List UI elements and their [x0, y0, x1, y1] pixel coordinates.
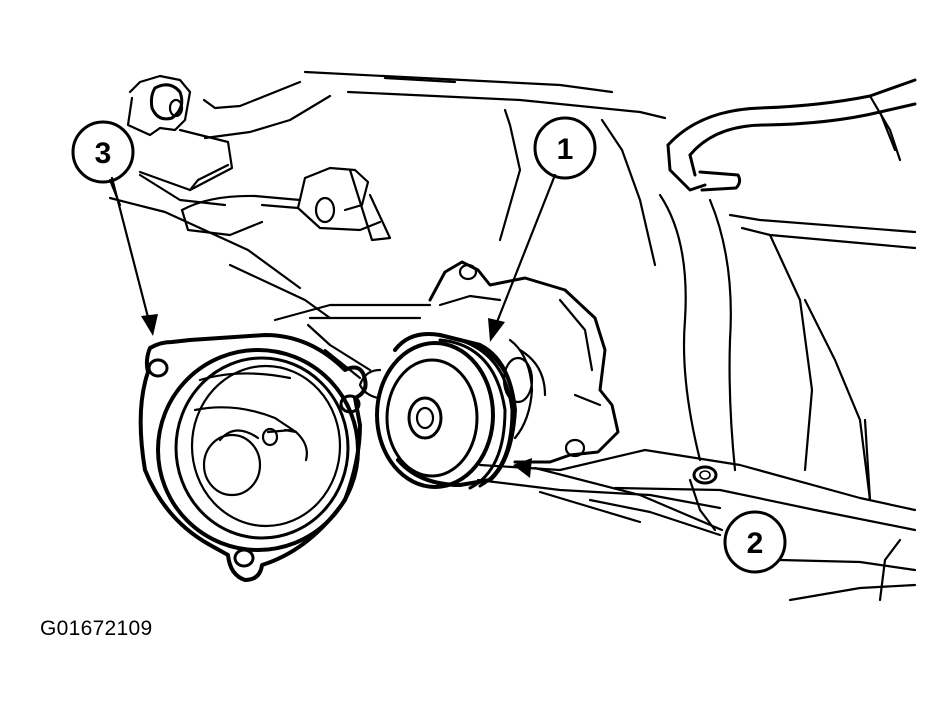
coolant-hose [666, 78, 917, 192]
callout-leaders [110, 173, 724, 532]
engine-block-outline [108, 70, 917, 602]
callout-2: 2 [723, 510, 787, 574]
callout-1: 1 [533, 116, 597, 180]
callout-3-number: 3 [95, 137, 112, 170]
water-pump-housing [428, 260, 620, 464]
callout-3: 3 [71, 120, 135, 184]
water-pump-pulley [358, 332, 517, 490]
callout-1-number: 1 [557, 133, 574, 166]
pump-cover-gasket [138, 333, 368, 582]
callout-2-number: 2 [747, 527, 764, 560]
figure-code-label: G01672109 [40, 617, 153, 640]
